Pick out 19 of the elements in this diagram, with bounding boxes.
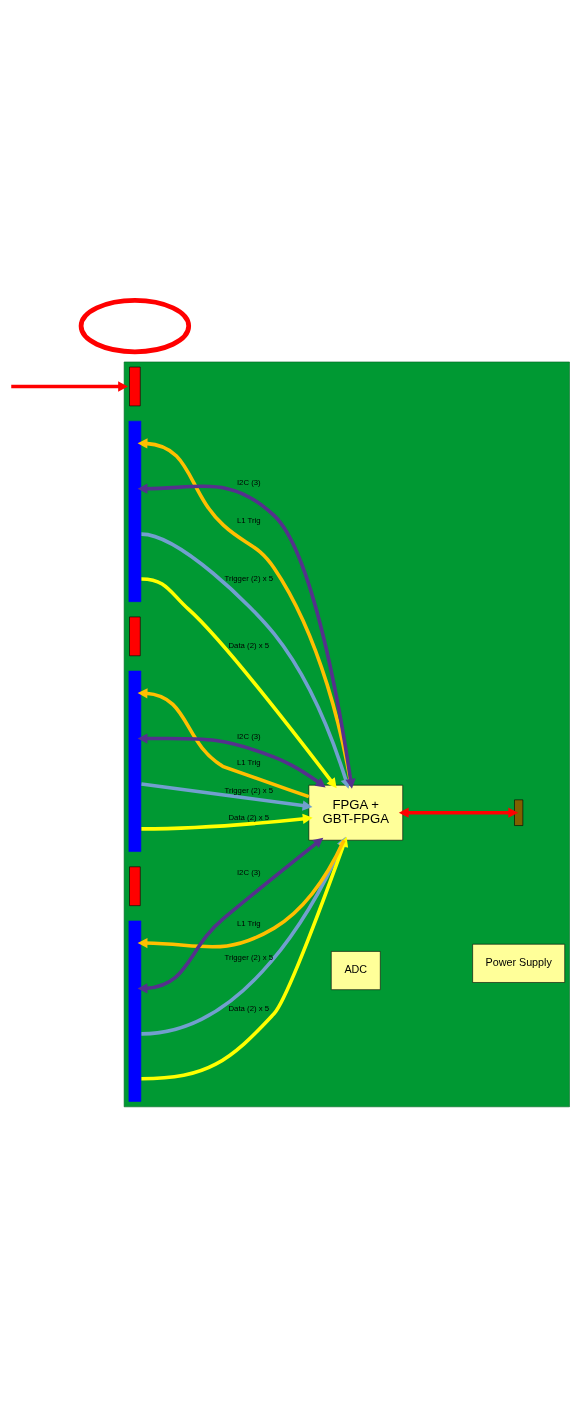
arrow <box>137 837 324 994</box>
arrow <box>137 688 310 799</box>
arrow <box>141 782 313 811</box>
node-box: FPGA + GBT-FPGA <box>308 784 403 841</box>
arrow <box>141 577 337 789</box>
arrow <box>137 733 326 788</box>
arrow <box>11 381 128 392</box>
arrow <box>141 813 313 831</box>
arrow <box>141 532 351 789</box>
node-box <box>514 799 524 826</box>
node-bar <box>129 366 141 407</box>
arrow <box>137 839 346 949</box>
node-box: Power Supply <box>472 943 565 983</box>
node-ellipse <box>78 298 192 355</box>
cluster <box>123 361 570 1108</box>
arrow <box>398 807 519 818</box>
node-box: ADC <box>330 951 381 990</box>
node-bar <box>129 866 141 906</box>
node-bar <box>129 616 141 657</box>
